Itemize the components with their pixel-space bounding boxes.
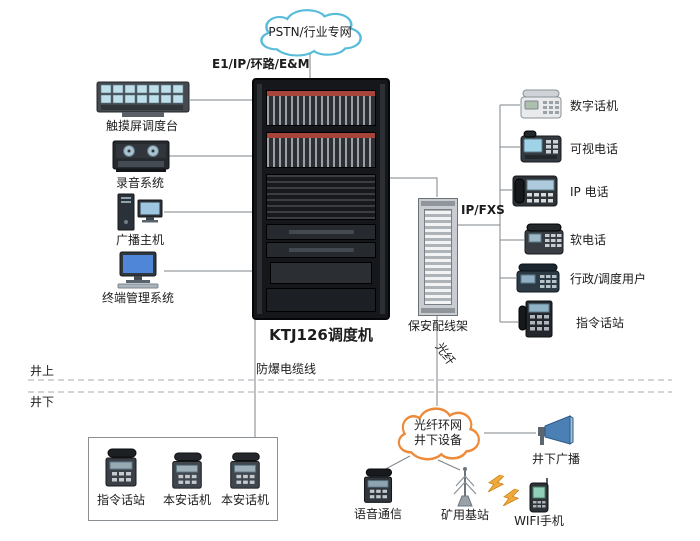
underground-broadcast-label: 井下广播 bbox=[531, 452, 580, 466]
base-station-icon bbox=[448, 466, 482, 508]
mine-command-phone-label: 指令话站 bbox=[96, 493, 145, 507]
underground-box bbox=[88, 437, 278, 521]
softphone-label: 软电话 bbox=[570, 233, 607, 247]
ip-fxs-label: IP/FXS bbox=[461, 203, 505, 217]
touch-console-icon bbox=[96, 80, 190, 120]
safe-phone-2-icon bbox=[226, 452, 264, 492]
command-station-icon bbox=[518, 300, 558, 338]
ip-phone-icon bbox=[512, 172, 558, 208]
e1-link-label: E1/IP/环路/E&M bbox=[212, 57, 310, 71]
terminal-mgmt-icon bbox=[112, 250, 164, 290]
terminal-mgmt-label: 终端管理系统 bbox=[101, 291, 174, 305]
rack-label: KTJ126调度机 bbox=[269, 326, 373, 344]
touch-console-label: 触摸屏调度台 bbox=[105, 119, 178, 133]
main-rack bbox=[252, 78, 390, 320]
broadcast-host-label: 广播主机 bbox=[115, 233, 164, 247]
recorder-icon bbox=[112, 140, 170, 174]
safe-phone-1-label: 本安话机 bbox=[162, 493, 211, 507]
ip-phone-label: IP 电话 bbox=[570, 185, 609, 199]
mine-command-phone-icon bbox=[102, 448, 140, 490]
cloud-outline-icon bbox=[260, 9, 362, 57]
security-frame bbox=[418, 198, 458, 316]
voice-comm-phone-icon bbox=[360, 468, 396, 506]
softphone-icon bbox=[524, 222, 564, 256]
digital-phone-label: 数字话机 bbox=[570, 99, 619, 113]
safe-phone-1-icon bbox=[168, 452, 206, 492]
recorder-label: 录音系统 bbox=[115, 176, 164, 190]
underground-broadcast-icon bbox=[536, 414, 576, 448]
lightning-icon bbox=[500, 486, 521, 510]
below-ground-label: 井下 bbox=[30, 395, 55, 409]
video-phone-icon bbox=[520, 130, 562, 164]
admin-user-phone-icon bbox=[516, 262, 560, 294]
digital-phone-icon bbox=[520, 88, 562, 120]
fiber-ring-cloud-label: 光纤环网 井下设备 bbox=[388, 404, 488, 462]
fiber-ring-line2: 井下设备 bbox=[413, 433, 462, 447]
pstn-cloud-label: PSTN/行业专网 bbox=[268, 24, 352, 39]
admin-user-phone-label: 行政/调度用户 bbox=[570, 272, 647, 286]
blast-cable-label: 防爆电缆线 bbox=[256, 362, 317, 376]
lightning-icon bbox=[485, 472, 506, 496]
safe-phone-2-label: 本安话机 bbox=[220, 493, 269, 507]
broadcast-host-icon bbox=[116, 192, 164, 232]
security-frame-label: 保安配线架 bbox=[407, 319, 468, 333]
voice-comm-label: 语音通信 bbox=[353, 507, 402, 521]
fiber-ring-cloud: 光纤环网 井下设备 bbox=[388, 404, 488, 462]
base-station-label: 矿用基站 bbox=[440, 508, 489, 522]
fiber-ring-line1: 光纤环网 bbox=[413, 418, 462, 432]
above-ground-label: 井上 bbox=[30, 364, 55, 378]
command-station-label: 指令话站 bbox=[576, 316, 625, 330]
cloud-outline-icon bbox=[397, 407, 480, 461]
pstn-cloud: PSTN/行业专网 bbox=[248, 6, 372, 58]
wifi-phone-icon bbox=[524, 476, 554, 514]
wifi-phone-label: WIFI手机 bbox=[514, 514, 564, 528]
video-phone-label: 可视电话 bbox=[570, 142, 619, 156]
